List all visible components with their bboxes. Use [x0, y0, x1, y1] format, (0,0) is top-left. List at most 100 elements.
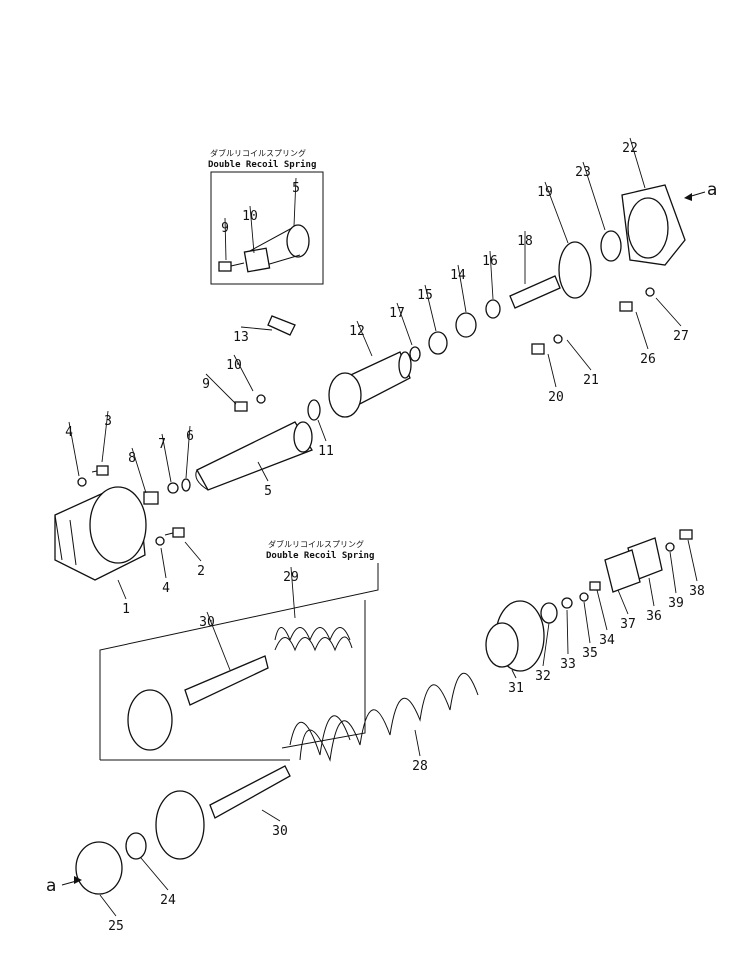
part-number-p16: 16 [482, 254, 498, 269]
leader-line-p12 [356, 320, 373, 357]
gasket-19 [558, 241, 592, 299]
gasket-37 [604, 549, 641, 593]
cylinder-part [328, 351, 412, 418]
washer-4b [155, 536, 165, 546]
view-marker-top: a [684, 180, 717, 201]
washer-35 [579, 592, 589, 602]
ring-17 [409, 346, 421, 362]
leader-line-p15 [424, 284, 437, 332]
callout-top-en: Double Recoil Spring [208, 159, 316, 170]
inner-spring-29 [274, 627, 353, 652]
leader-line-p37 [617, 589, 629, 615]
part-number-p29: 29 [283, 570, 299, 585]
part-number-p35: 35 [582, 646, 598, 661]
leader-line-p30a [206, 611, 231, 671]
washer-39 [665, 542, 675, 552]
leader-line-p19 [544, 181, 569, 244]
ring-24 [125, 832, 147, 860]
washer-27 [645, 287, 655, 297]
part-number-p12: 12 [349, 324, 365, 339]
seal-23 [600, 230, 622, 262]
part-number-p32: 32 [535, 669, 551, 684]
part-number-p33: 33 [560, 657, 576, 672]
leader-line-p8 [131, 447, 147, 494]
bolt-38 [679, 529, 693, 540]
part-number-p8: 8 [128, 451, 136, 466]
leader-line-p9 [224, 217, 227, 261]
part-number-p25: 25 [108, 919, 124, 934]
washer-10 [256, 394, 266, 404]
part-number-p36: 36 [646, 609, 662, 624]
part-number-p1: 1 [122, 602, 130, 617]
housing-part [54, 486, 147, 581]
leader-line-p38 [687, 539, 698, 582]
washer-21 [553, 334, 563, 344]
callout-bottom-en: Double Recoil Spring [266, 550, 374, 561]
leader-line-p4a [68, 421, 80, 477]
svg-text:a: a [46, 876, 56, 896]
callout-box-bottom: ダブルリコイルスプリング Double Recoil Spring [99, 539, 379, 761]
cover-25 [75, 841, 123, 895]
leader-line-p17 [396, 302, 413, 346]
part-number-p34: 34 [599, 633, 615, 648]
part-number-p13: 13 [233, 330, 249, 345]
washer-6 [181, 478, 191, 492]
leader-line-p35 [583, 601, 591, 644]
piston-31 [485, 600, 545, 672]
leader-line-p29 [290, 566, 296, 619]
leader-line-p22 [629, 137, 646, 189]
leader-line-p1 [117, 579, 127, 600]
part-number-p39: 39 [668, 596, 684, 611]
view-marker-bottom: a [46, 876, 82, 896]
callout-box-top: ダブルリコイルスプリング Double Recoil Spring [208, 148, 324, 285]
leader-line-p13 [240, 326, 273, 331]
leader-line-p10 [249, 205, 255, 254]
part-number-p30b: 30 [272, 824, 288, 839]
part-number-p10: 10 [242, 209, 258, 224]
part-number-p6: 6 [186, 429, 194, 444]
leader-line-p20 [547, 353, 557, 388]
callout-top-jp: ダブルリコイルスプリング [210, 148, 306, 158]
spring-rod-30a [127, 655, 269, 751]
leader-line-p14 [457, 264, 467, 313]
outer-spring-28 [289, 672, 479, 762]
rod-18 [509, 275, 561, 309]
packing-14 [455, 312, 477, 338]
washer-4a [77, 477, 87, 487]
ring-16 [485, 299, 501, 319]
part-number-p21: 21 [583, 373, 599, 388]
part-number-p27: 27 [673, 329, 689, 344]
svg-text:a: a [707, 180, 717, 200]
part-number-p31: 31 [508, 681, 524, 696]
leader-line-p10c [233, 354, 254, 392]
leader-line-p39 [669, 551, 677, 594]
leader-line-p27 [655, 297, 682, 327]
bolt-20 [531, 343, 545, 355]
leader-line-p25 [99, 894, 117, 917]
part-number-p20: 20 [548, 390, 564, 405]
o-ring-11 [307, 399, 321, 421]
plug-8 [143, 491, 159, 505]
leader-line-p3 [101, 410, 109, 463]
part-number-p2: 2 [197, 564, 205, 579]
leader-line-p4b [160, 547, 167, 579]
part-number-p38: 38 [689, 584, 705, 599]
bolt-26 [619, 301, 633, 312]
leader-line-p30b [261, 809, 281, 822]
leader-line-p23 [582, 161, 606, 231]
part-number-p19: 19 [537, 185, 553, 200]
leader-line-p24 [140, 857, 169, 891]
part-number-p9: 9 [221, 221, 229, 236]
washer-33 [561, 597, 573, 609]
leader-line-p2 [184, 541, 202, 562]
ring-15 [428, 331, 448, 355]
leader-line-p34 [596, 589, 608, 631]
leader-line-p5c [257, 461, 269, 482]
leader-line-p6 [185, 425, 191, 479]
end-cover-22 [621, 184, 686, 266]
part-number-p3: 3 [104, 414, 112, 429]
callout-bolt [218, 261, 245, 272]
leader-line-p21 [566, 339, 592, 371]
